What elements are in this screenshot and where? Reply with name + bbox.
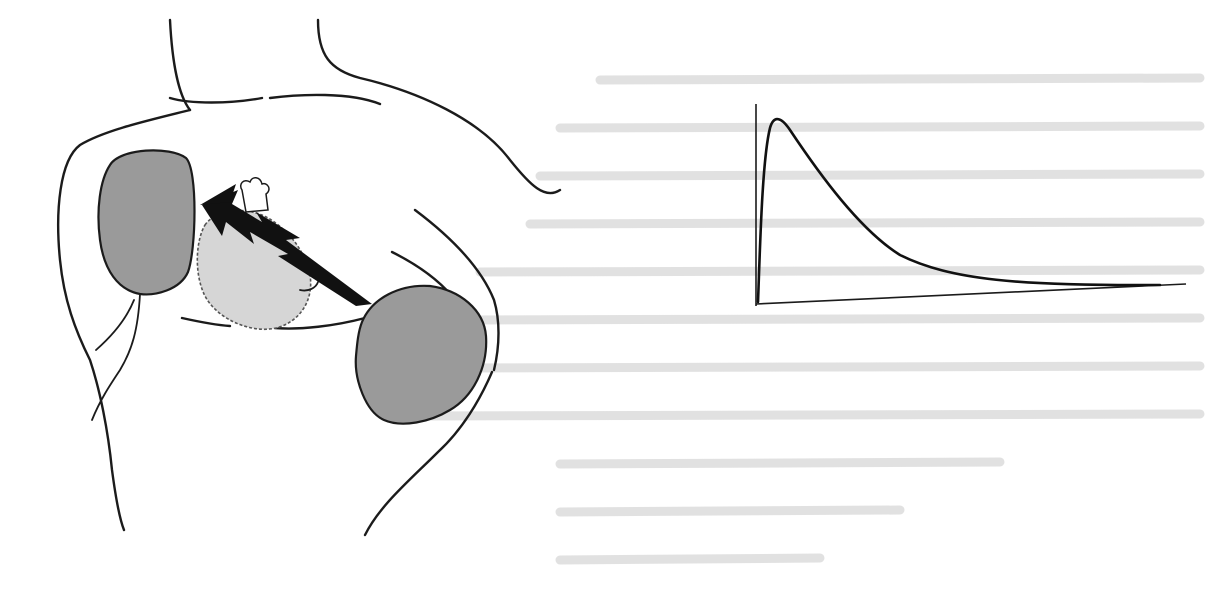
right-pad (92, 150, 195, 420)
waveform-x-axis (756, 284, 1186, 304)
left-pad (356, 286, 486, 424)
right-pad-cable-2 (96, 300, 134, 350)
waveform-plot (756, 104, 1186, 306)
bleed-through-text (420, 78, 1200, 560)
left-pad-icon (356, 286, 486, 424)
aorta-icon (241, 178, 269, 212)
right-pad-cable (92, 294, 140, 420)
right-pad-icon (98, 150, 194, 294)
